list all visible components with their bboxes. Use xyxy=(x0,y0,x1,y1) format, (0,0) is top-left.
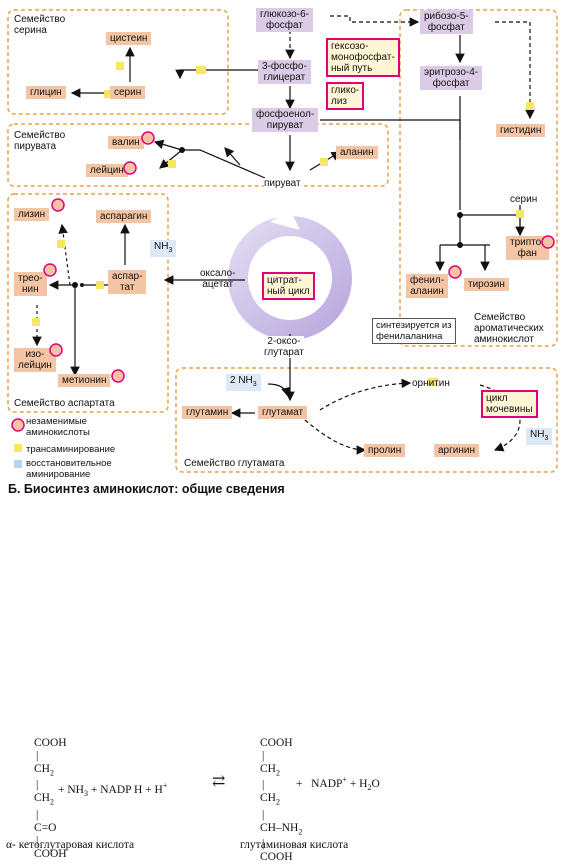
amino-acid-arginine: аргинин xyxy=(434,444,479,457)
erythrose-4-phosphate: эритрозо-4- фосфат xyxy=(420,66,483,90)
figure-title: Б. Биосинтез аминокислот: общие сведения xyxy=(8,482,285,496)
amino-acid-threonine: трео- нин xyxy=(14,272,47,296)
2-oxoglutarate: 2-оксо- глутарат xyxy=(264,336,304,358)
tyrosine-note: синтезируется из фенилаланина xyxy=(372,318,456,344)
glycolysis: глико- лиз xyxy=(326,82,365,110)
ribose-5-phosphate: рибозо-5- фосфат xyxy=(420,10,473,34)
equilibrium-arrow: ⇄ xyxy=(212,773,226,790)
amino-acid-leucine: лейцин xyxy=(86,164,128,177)
aromatic-family-frame xyxy=(399,9,558,347)
urea-cycle: цикл мочевины xyxy=(481,390,538,418)
amino-acid-cysteine: цистеин xyxy=(106,32,152,45)
phosphoenolpyruvate: фосфоенол- пируват xyxy=(252,108,319,132)
amino-acid-glutamate: глутамат xyxy=(258,406,308,419)
oxaloacetate: оксало- ацетат xyxy=(200,268,236,290)
amino-acid-phenylalanine: фенил- аланин xyxy=(406,274,449,298)
left-structure: COOH | CH2 | CH2 | C=O | COOH xyxy=(34,737,67,860)
amino-acid-glycine: глицин xyxy=(26,86,66,99)
citrate-cycle: цитрат- ный цикл xyxy=(262,272,315,300)
amino-acid-methionine: метионин xyxy=(58,374,111,387)
amino-acid-proline: пролин xyxy=(364,444,406,457)
amino-acid-tyrosine: тирозин xyxy=(464,278,509,291)
legend-reductive-amination: восстановительное аминирование xyxy=(26,458,112,480)
amino-acid-tryptophan: трипто- фан xyxy=(506,236,549,260)
serine-label-aromatic: серин xyxy=(510,194,538,205)
amino-acid-aspartate: аспар- тат xyxy=(108,270,147,294)
right-compound-name: глутаминовая кислота xyxy=(240,839,349,851)
aromatic-family-label: Семейство ароматических аминокислот xyxy=(474,312,544,345)
amino-acid-ornithine: орнитин xyxy=(412,378,450,389)
legend-swatches xyxy=(11,418,25,468)
glutamate-family-label: Семейство глутамата xyxy=(184,458,285,469)
hexose-monophosphate-shunt: гексозо- монофосфат- ный путь xyxy=(326,38,400,77)
amino-acid-alanine: аланин xyxy=(336,146,378,159)
3-phosphoglycerate: 3-фосфо- глицерат xyxy=(258,60,311,84)
pyruvate: пируват xyxy=(264,178,301,189)
glucose-6-phosphate: глюкозо-6- фосфат xyxy=(256,8,313,32)
biosynthesis-diagram xyxy=(7,9,558,473)
family-frames xyxy=(7,9,558,473)
transamination-marks xyxy=(32,62,534,386)
amino-acid-isoleucine: изо- лейцин xyxy=(14,348,56,372)
nh3-glutamate: 2 NH3 xyxy=(226,374,261,391)
legend-transamination: трансаминирование xyxy=(26,444,116,455)
amino-acid-histidine: гистидин xyxy=(496,124,546,137)
reactants: + NH3 + NADP H + H+ xyxy=(58,781,168,799)
aspartate-family-frame xyxy=(7,193,169,413)
left-compound-name: α- кетоглутаровая кислота xyxy=(6,839,135,851)
nh3-aspartate: NH3 xyxy=(150,240,177,257)
serine-family-frame xyxy=(7,9,229,115)
products: + NADP+ + H2O xyxy=(296,775,380,793)
amino-acid-glutamine: глутамин xyxy=(182,406,233,419)
amino-acid-valine: валин xyxy=(108,136,144,149)
citrate-cycle-ring xyxy=(228,210,352,340)
pathway-lines xyxy=(32,15,535,455)
branch-points xyxy=(72,147,463,288)
glutamate-family-frame xyxy=(175,367,558,473)
nh3-urea: NH3 xyxy=(526,428,553,445)
amino-acid-lysine: лизин xyxy=(14,208,50,221)
aspartate-family-label: Семейство аспартата xyxy=(14,398,115,409)
pyruvate-family-frame xyxy=(7,123,389,187)
equation: COOH | CH2 | CH2 | C=O | COOH + NH3 + NA… xyxy=(0,735,564,863)
legend-essential: незаменимые аминокислоты xyxy=(26,416,90,438)
amino-acid-asparagine: аспарагин xyxy=(96,210,152,223)
pyruvate-family-label: Семейство пирувата xyxy=(14,130,66,152)
amino-acid-serine: серин xyxy=(110,86,146,99)
serine-family-label: Семейство серина xyxy=(14,14,66,36)
